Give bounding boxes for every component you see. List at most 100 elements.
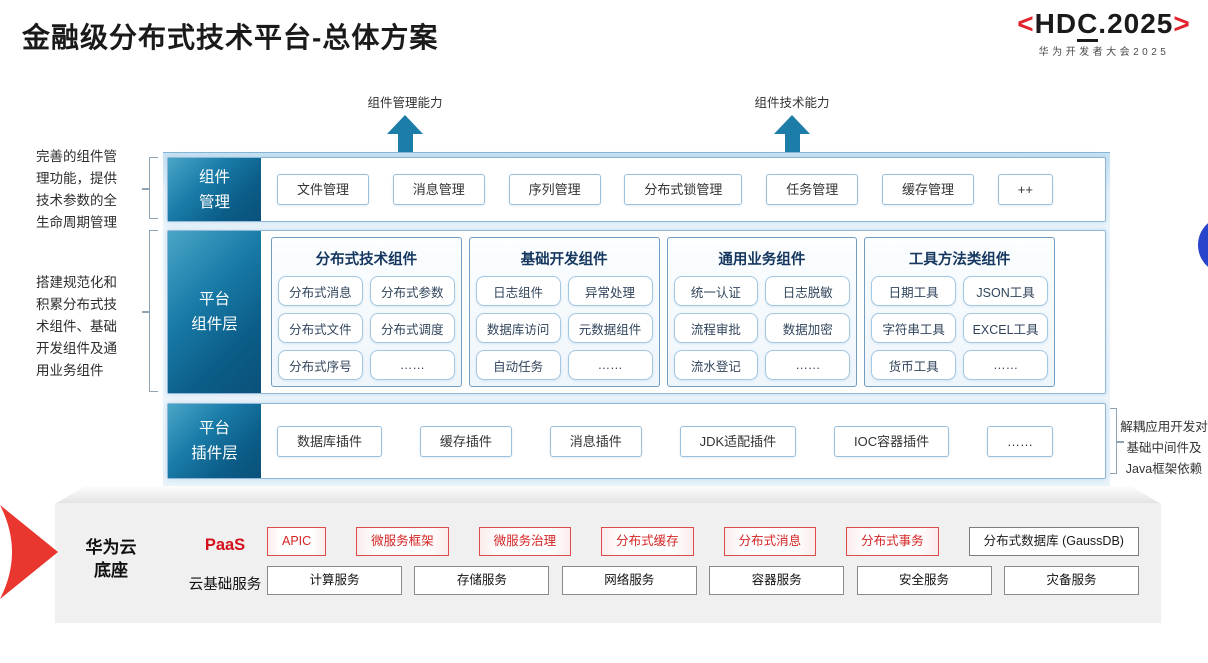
cloud-service-item: 计算服务	[267, 566, 402, 595]
logo-pre: HD	[1034, 8, 1078, 39]
logo-left-bracket: <	[1017, 8, 1035, 39]
brace-row2	[142, 230, 158, 392]
paas-item-gaussdb: 分布式数据库 (GaussDB)	[968, 527, 1139, 556]
up-arrow-icon	[774, 115, 810, 155]
component-group-title: 工具方法类组件	[908, 252, 1011, 268]
layer-label-component-management: 组件 管理	[168, 158, 261, 221]
note-component-management: 完善的组件管 理功能，提供 技术参数的全 生命周期管理	[36, 149, 117, 230]
hdc-logo-subtitle: 华为开发者大会2025	[1038, 47, 1170, 58]
paas-item: 分布式事务	[846, 527, 939, 556]
component-item: 数据库访问	[475, 313, 561, 343]
paas-item: 微服务治理	[478, 527, 572, 556]
layer-platform-components: 平台 组件层 分布式技术组件分布式消息分布式参数分布式文件分布式调度分布式序号……	[167, 230, 1106, 394]
component-group: 通用业务组件统一认证日志脱敏流程审批数据加密流水登记……	[666, 237, 858, 387]
paas-item: 分布式消息	[723, 527, 817, 556]
mgmt-item: 文件管理	[277, 174, 370, 205]
hdc-2025-logo: <HDC.2025> 华为开发者大会2025	[1002, 8, 1206, 58]
paas-items-row: APIC 微服务框架微服务治理分布式缓存分布式消息分布式事务 分布式数据库 (Ga…	[267, 527, 1139, 556]
component-item: ……	[963, 350, 1048, 380]
component-item: ……	[765, 350, 851, 380]
component-item: 数据加密	[765, 313, 851, 343]
component-item: ……	[369, 350, 455, 380]
logo-right-bracket: >	[1173, 8, 1191, 39]
platform-plugin-items: 数据库插件 缓存插件 消息插件 JDK适配插件 IOC容器插件 ……	[261, 404, 1105, 478]
mgmt-item: 缓存管理	[881, 174, 974, 205]
plugin-item: JDK适配插件	[679, 425, 797, 457]
note-decoupling: 解耦应用开发对 基础中间件及 Java框架依赖	[1120, 420, 1208, 476]
cloud-base-services-label: 云基础服务	[188, 577, 262, 593]
foundation-slab-top-face	[55, 486, 1161, 504]
mgmt-item: 分布式锁管理	[624, 174, 743, 205]
layer-component-management: 组件 管理 文件管理消息管理序列管理分布式锁管理任务管理缓存管理 ++	[167, 157, 1106, 222]
component-group: 分布式技术组件分布式消息分布式参数分布式文件分布式调度分布式序号……	[271, 237, 462, 387]
component-item: 分布式消息	[278, 276, 363, 306]
cloud-service-item: 安全服务	[856, 566, 992, 595]
component-group-title: 通用业务组件	[718, 252, 806, 268]
technology-capability-arrow: 组件技术能力	[712, 92, 872, 155]
layer-platform-plugins: 平台 插件层 数据库插件 缓存插件 消息插件 JDK适配插件 IOC容器插件 ……	[167, 403, 1106, 479]
component-group-title: 基础开发组件	[520, 252, 608, 268]
platform-component-groups: 分布式技术组件分布式消息分布式参数分布式文件分布式调度分布式序号……基础开发组件…	[261, 231, 1105, 393]
component-group-grid: 分布式消息分布式参数分布式文件分布式调度分布式序号……	[278, 276, 455, 380]
plugin-item: 缓存插件	[419, 425, 512, 457]
component-item: 分布式文件	[278, 313, 363, 343]
component-group-title: 分布式技术组件	[315, 252, 418, 268]
blue-circle-decoration	[1198, 216, 1208, 274]
technology-capability-label: 组件技术能力	[754, 96, 830, 110]
component-item: 分布式序号	[278, 350, 363, 380]
component-item: 日志脱敏	[765, 276, 851, 306]
platform-diagram: 组件 管理 文件管理消息管理序列管理分布式锁管理任务管理缓存管理 ++ 平台 组件…	[163, 152, 1110, 488]
hdc-logo-text: <HDC.2025>	[1002, 8, 1206, 42]
mgmt-item: 消息管理	[392, 174, 485, 205]
logo-post: .2025	[1098, 8, 1174, 39]
page-title: 金融级分布式技术平台-总体方案	[22, 22, 439, 53]
paas-item: 微服务框架	[356, 527, 449, 556]
management-capability-arrow: 组件管理能力	[325, 92, 485, 155]
plugin-item: 数据库插件	[277, 425, 383, 457]
component-item: 日志组件	[475, 276, 561, 306]
plugin-item: ……	[986, 425, 1053, 457]
component-item: 分布式参数	[369, 276, 455, 306]
cloud-service-item: 灾备服务	[1003, 566, 1139, 595]
mgmt-item: 序列管理	[508, 174, 601, 205]
component-item: JSON工具	[963, 276, 1048, 306]
paas-item: APIC	[267, 527, 327, 556]
cloud-service-item: 存储服务	[414, 566, 550, 595]
logo-underlined-letter: C	[1077, 8, 1099, 42]
cloud-service-item: 容器服务	[709, 566, 845, 595]
component-item: ……	[567, 350, 653, 380]
mgmt-item: 任务管理	[766, 174, 859, 205]
management-capability-label: 组件管理能力	[367, 96, 443, 110]
component-item: 流程审批	[673, 313, 759, 343]
component-item: 字符串工具	[871, 313, 957, 343]
paas-label: PaaS	[204, 536, 246, 554]
component-group: 基础开发组件日志组件异常处理数据库访问元数据组件自动任务……	[468, 237, 660, 387]
component-item: 流水登记	[673, 350, 759, 380]
note-component-building: 搭建规范化和 积累分布式技 术组件、基础 开发组件及通 用业务组件	[36, 275, 117, 378]
component-item: 统一认证	[673, 276, 759, 306]
up-arrow-icon	[387, 115, 423, 155]
component-item: EXCEL工具	[963, 313, 1048, 343]
cloud-base-items-row: 计算服务存储服务网络服务容器服务安全服务灾备服务	[267, 566, 1139, 595]
component-group-grid: 统一认证日志脱敏流程审批数据加密流水登记……	[673, 276, 851, 380]
layer-label-platform-components: 平台 组件层	[168, 231, 261, 393]
plugin-item: 消息插件	[549, 425, 642, 457]
brace-row1	[142, 157, 158, 219]
component-item: 分布式调度	[369, 313, 455, 343]
component-item: 元数据组件	[567, 313, 653, 343]
component-item: 异常处理	[567, 276, 653, 306]
layer-label-platform-plugins: 平台 插件层	[168, 404, 261, 478]
huawei-cloud-base-label: 华为云 底座	[85, 538, 137, 580]
cloud-service-item: 网络服务	[561, 566, 697, 595]
mgmt-item: ++	[997, 174, 1053, 205]
component-item: 日期工具	[871, 276, 957, 306]
component-item: 货币工具	[871, 350, 957, 380]
plugin-item: IOC容器插件	[833, 425, 950, 457]
red-arrow-icon	[0, 505, 58, 599]
brace-row3	[1108, 408, 1124, 474]
paas-item: 分布式缓存	[601, 527, 694, 556]
component-item: 自动任务	[475, 350, 561, 380]
